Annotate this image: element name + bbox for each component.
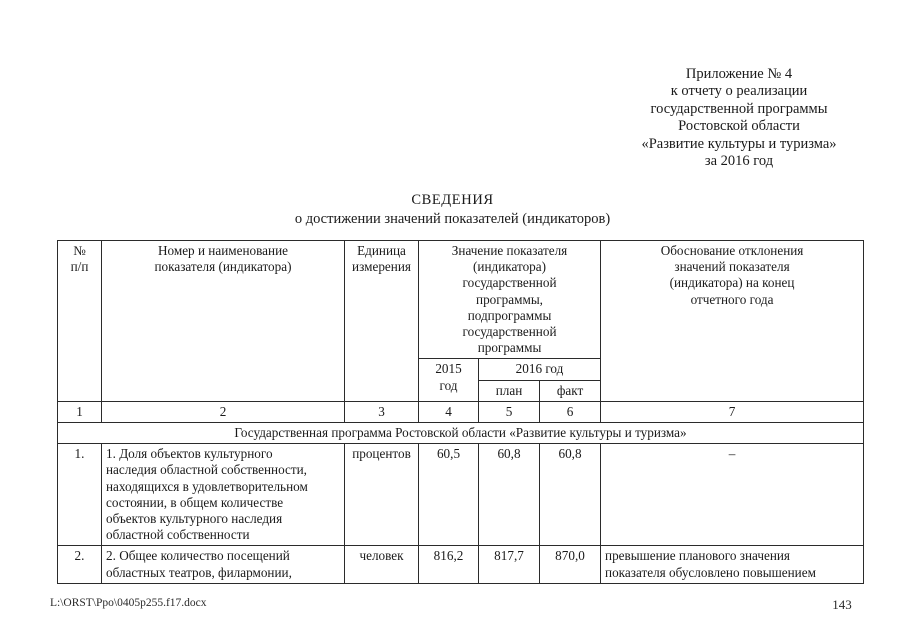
row-justification: превышение планового значения показателя…	[600, 545, 865, 585]
table-header-subrow-planfact: план факт	[58, 379, 864, 402]
header-indicator-line: Номер и наименование	[157, 243, 288, 258]
column-number-4: 4	[418, 400, 479, 424]
header-value-line: подпрограммы	[467, 307, 552, 323]
appendix-line: к отчету о реализации	[670, 83, 808, 100]
program-section-title: Государственная программа Ростовской обл…	[56, 422, 865, 445]
header-value-line: государственной	[462, 275, 557, 291]
column-number-3: 3	[344, 400, 419, 424]
header-justification-line: Обоснование отклонения	[660, 243, 804, 258]
header-value-line: Значение показателя	[451, 243, 568, 258]
header-value-line: (индикатора)	[473, 259, 547, 275]
table-row: 2. 2. Общее количество посещений областн…	[57, 545, 865, 585]
appendix-line: Приложение № 4	[685, 66, 793, 82]
header-unit-line: измерения	[352, 259, 411, 275]
header-value-line: программы,	[476, 291, 543, 307]
header-indicator-line: показателя (индикатора)	[154, 259, 292, 275]
table-program-section-row: Государственная программа Ростовской обл…	[56, 422, 865, 445]
row-unit: человек	[344, 545, 419, 585]
row-unit: процентов	[344, 443, 419, 547]
footer-file-path: L:\ORST\Ppo\0405p255.f17.docx	[50, 597, 207, 609]
header-number-line: п/п	[70, 259, 89, 275]
row-fact-2016: 870,0	[538, 545, 602, 585]
row-value-2015: 816,2	[418, 545, 479, 585]
justification-line: превышение планового значения	[605, 548, 790, 564]
row-plan-2016: 60,8	[478, 443, 540, 547]
column-number-5: 5	[478, 400, 540, 424]
table-row: 1. 1. Доля объектов культурного наследия…	[57, 443, 865, 547]
header-year-2015-line: год	[439, 377, 458, 393]
header-value-line: программы	[477, 340, 542, 356]
appendix-line: «Развитие культуры и туризма»	[641, 135, 837, 152]
header-justification-line: (индикатора) на конец	[669, 275, 795, 291]
table-header-row: № п/п Номер и наименование показателя (и…	[57, 239, 865, 402]
justification-line: показателя обусловлено повышением	[605, 564, 816, 580]
indicator-name-line: 2. Общее количество посещений	[106, 548, 290, 564]
indicator-name-line: областной собственности	[106, 527, 250, 543]
header-cell-number: № п/п	[57, 240, 102, 402]
table-header-subrow-years: 2015 год 2016 год	[58, 358, 864, 402]
page-title-subtitle: о достижении значений показателей (индик…	[294, 211, 611, 227]
header-justification-line: отчетного года	[690, 291, 774, 307]
row-justification: –	[600, 443, 865, 547]
page-title-main: СВЕДЕНИЯ	[411, 192, 494, 208]
column-number-7: 7	[600, 400, 865, 424]
header-unit-line: Единица	[357, 243, 406, 258]
header-justification-line: значений показателя	[674, 259, 790, 275]
appendix-line: государственной программы	[650, 100, 828, 117]
header-year-2015-line: 2015	[435, 361, 462, 377]
row-index: 2.	[57, 545, 102, 585]
indicator-name-line: объектов культурного наследия	[106, 511, 283, 527]
header-cell-plan: план	[478, 379, 540, 402]
column-number-6: 6	[538, 400, 602, 424]
footer-page-number: 143	[832, 597, 852, 612]
indicator-name-line: 1. Доля объектов культурного	[106, 446, 273, 462]
indicator-name-line: состоянии, в общем количестве	[106, 494, 284, 510]
row-fact-2016: 60,8	[538, 443, 602, 547]
indicator-name-line: находящихся в удовлетворительном	[106, 478, 308, 494]
header-cell-year-2015: 2015 год	[418, 358, 479, 402]
header-cell-fact: факт	[538, 379, 602, 402]
indicator-name-line: наследия областной собственности,	[106, 462, 307, 478]
indicators-table: № п/п Номер и наименование показателя (и…	[56, 239, 865, 585]
header-number-line: №	[73, 243, 86, 258]
header-cell-value-group: Значение показателя (индикатора) государ…	[417, 239, 602, 360]
justification-line: –	[728, 446, 736, 462]
row-indicator-name: 2. Общее количество посещений областных …	[101, 545, 345, 585]
header-cell-year-2016: 2016 год	[477, 358, 602, 381]
page-title: СВЕДЕНИЯ о достижении значений показател…	[0, 191, 905, 229]
row-value-2015: 60,5	[418, 443, 479, 547]
row-plan-2016: 817,7	[478, 545, 540, 585]
column-number-1: 1	[57, 400, 102, 424]
column-number-2: 2	[101, 400, 345, 424]
header-cell-unit: Единица измерения	[344, 240, 419, 402]
appendix-reference-block: Приложение № 4 к отчету о реализации гос…	[600, 66, 878, 170]
row-index: 1.	[57, 443, 102, 547]
indicators-table-wrapper: № п/п Номер и наименование показателя (и…	[56, 239, 865, 585]
row-indicator-name: 1. Доля объектов культурного наследия об…	[101, 443, 345, 547]
indicator-name-line: областных театров, филармонии,	[106, 564, 292, 580]
table-column-number-row: 1 2 3 4 5 6 7	[57, 400, 865, 424]
header-cell-indicator-name: Номер и наименование показателя (индикат…	[101, 240, 345, 402]
header-value-line: государственной	[462, 324, 557, 340]
appendix-line: за 2016 год	[704, 153, 774, 170]
appendix-line: Ростовской области	[678, 118, 800, 135]
header-cell-justification: Обоснование отклонения значений показате…	[600, 240, 865, 402]
